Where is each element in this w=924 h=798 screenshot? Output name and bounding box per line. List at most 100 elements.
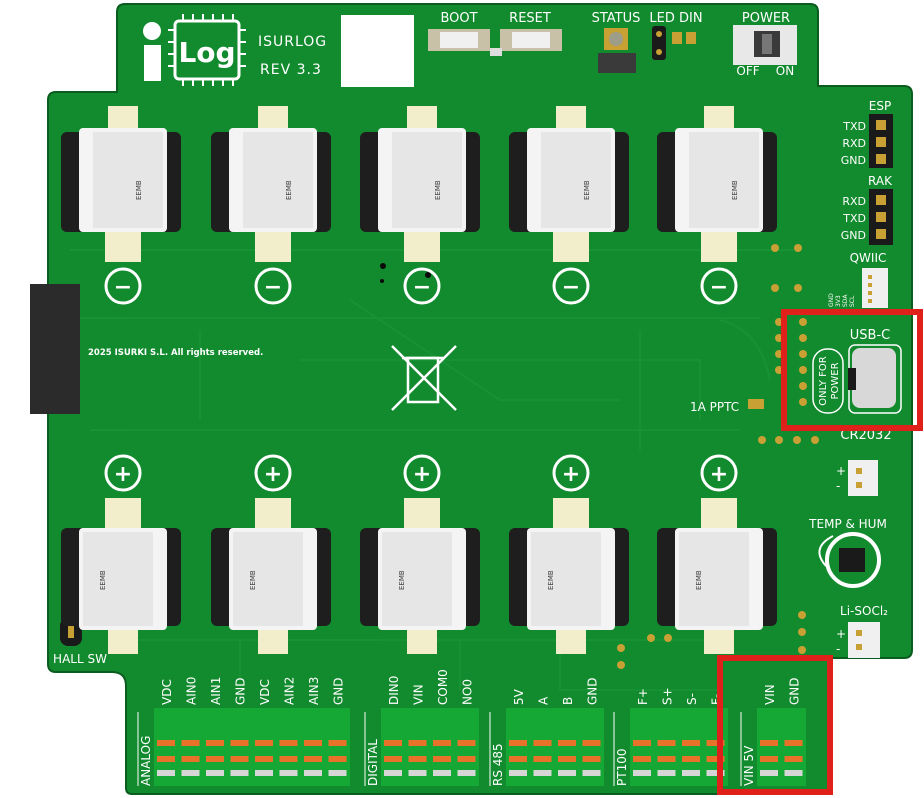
temp-hum-label: TEMP & HUM	[808, 517, 887, 531]
pt100-pin-label: F-	[710, 694, 724, 705]
boot-label: BOOT	[440, 11, 477, 26]
rs485-terminal[interactable]	[506, 708, 604, 786]
analog-pin-label: AIN1	[209, 677, 223, 705]
plus-mark-circle	[104, 454, 142, 492]
logo-chip	[173, 19, 241, 81]
battery-brand: EEMB	[583, 180, 591, 200]
cr2032-minus: -	[836, 479, 840, 493]
off-label: OFF	[736, 64, 759, 78]
rak-title: RAK	[868, 174, 893, 188]
highlight-usb-c	[781, 309, 923, 431]
minus-mark: −	[114, 275, 132, 300]
digital-pin-label: NO0	[461, 679, 475, 705]
logo-word: Log	[178, 36, 235, 69]
power-switch[interactable]	[733, 25, 797, 65]
pt100-pin-label: S+	[661, 687, 675, 705]
cr2032-plus: +	[836, 464, 846, 478]
only-for-power-1: ONLY FOR	[818, 356, 829, 406]
copyright-text: 2025 ISURKI S.L. All rights reserved.	[88, 348, 263, 358]
vin5v-label: VIN 5V	[742, 745, 756, 786]
analog-pin-label: AIN0	[185, 677, 199, 705]
li-socl2-minus: -	[836, 642, 840, 656]
battery-top-1: EEMB	[61, 106, 181, 262]
usb-c-port[interactable]	[848, 348, 896, 408]
battery-brand: EEMB	[99, 570, 107, 590]
digital-pin-label: DIN0	[387, 676, 401, 705]
battery-bottom-4: EEMB	[509, 498, 629, 654]
plus-mark-circle	[700, 454, 738, 492]
reset-label: RESET	[509, 11, 551, 26]
esp-pin-0: TXD	[842, 120, 866, 133]
analog-label: ANALOG	[139, 736, 153, 786]
only-for-power-2: POWER	[830, 362, 841, 399]
battery-brand: EEMB	[547, 570, 555, 590]
minus-mark-circle	[403, 267, 441, 305]
qwiic-label: QWIIC	[850, 251, 887, 265]
vias-mid	[758, 244, 819, 444]
esp-pin-1: RXD	[842, 137, 866, 150]
cr2032-label: CR2032	[840, 428, 891, 443]
logo: i Log	[143, 14, 246, 86]
qwiic-pin-2: SDA	[842, 294, 849, 307]
temp-hum-sensor	[839, 548, 865, 572]
plus-mark: +	[562, 462, 580, 487]
battery-holders: EEMB−EEMB+EEMB−EEMB+EEMB−EEMB+EEMB−EEMB+…	[61, 106, 777, 654]
battery-top-5: EEMB	[657, 106, 777, 262]
label-area	[341, 15, 414, 87]
minus-mark: −	[413, 275, 431, 300]
reset-button[interactable]	[500, 29, 562, 51]
minus-mark: −	[562, 275, 580, 300]
digital-label: DIGITAL	[366, 739, 380, 786]
cr2032-connector	[848, 460, 878, 496]
vin5v-terminal[interactable]	[757, 708, 806, 786]
qwiic-connector	[862, 268, 888, 308]
on-label: ON	[776, 64, 794, 78]
analog-terminal[interactable]	[154, 708, 350, 786]
battery-brand: EEMB	[434, 180, 442, 200]
battery-brand: EEMB	[285, 180, 293, 200]
qwiic-pin-1: 3V3	[835, 295, 842, 307]
revision-text: REV 3.3	[260, 62, 322, 78]
rs485-pin-label: A	[537, 696, 551, 705]
plus-mark-circle	[403, 454, 441, 492]
li-socl2-label: Li-SOCl₂	[840, 604, 888, 618]
analog-pin-label: VDC	[258, 679, 272, 705]
esp-title: ESP	[869, 99, 891, 113]
rak-pin-0: RXD	[842, 195, 866, 208]
digital-terminal[interactable]	[381, 708, 479, 786]
qwiic-pin-0: GND	[828, 293, 835, 307]
minus-mark: −	[264, 275, 282, 300]
rak-pin-1: TXD	[842, 212, 866, 225]
digital-pin-label: COM0	[436, 669, 450, 705]
minus-mark: −	[710, 275, 728, 300]
battery-brand: EEMB	[695, 570, 703, 590]
plus-mark: +	[710, 462, 728, 487]
rs485-pin-label: 5V	[512, 688, 526, 705]
minus-mark-circle	[254, 267, 292, 305]
battery-bottom-3: EEMB	[360, 498, 480, 654]
battery-bottom-1: EEMB	[61, 498, 181, 654]
analog-pin-label: AIN3	[307, 677, 321, 705]
power-label: POWER	[742, 11, 790, 26]
analog-pin-label: GND	[234, 677, 248, 705]
rs485-pin-label: GND	[586, 677, 600, 705]
weee-icon	[391, 345, 457, 411]
rak-pin-2: GND	[841, 229, 866, 242]
minus-mark-circle	[552, 267, 590, 305]
minus-mark-circle	[700, 267, 738, 305]
plus-mark: +	[114, 462, 132, 487]
pptc-fuse	[748, 399, 764, 409]
esp-header	[869, 114, 893, 168]
battery-brand: EEMB	[398, 570, 406, 590]
li-socl2-plus: +	[836, 627, 846, 641]
pt100-terminal[interactable]	[630, 708, 728, 786]
pt100-pin-label: S-	[685, 693, 699, 705]
temp-hum-ring	[825, 532, 881, 588]
plus-mark-circle	[254, 454, 292, 492]
li-socl2-connector	[848, 622, 880, 658]
analog-pin-label: GND	[332, 677, 346, 705]
boot-button[interactable]	[428, 29, 490, 51]
usb-c-label: USB-C	[850, 328, 890, 343]
highlight-vin-5v	[717, 655, 833, 795]
